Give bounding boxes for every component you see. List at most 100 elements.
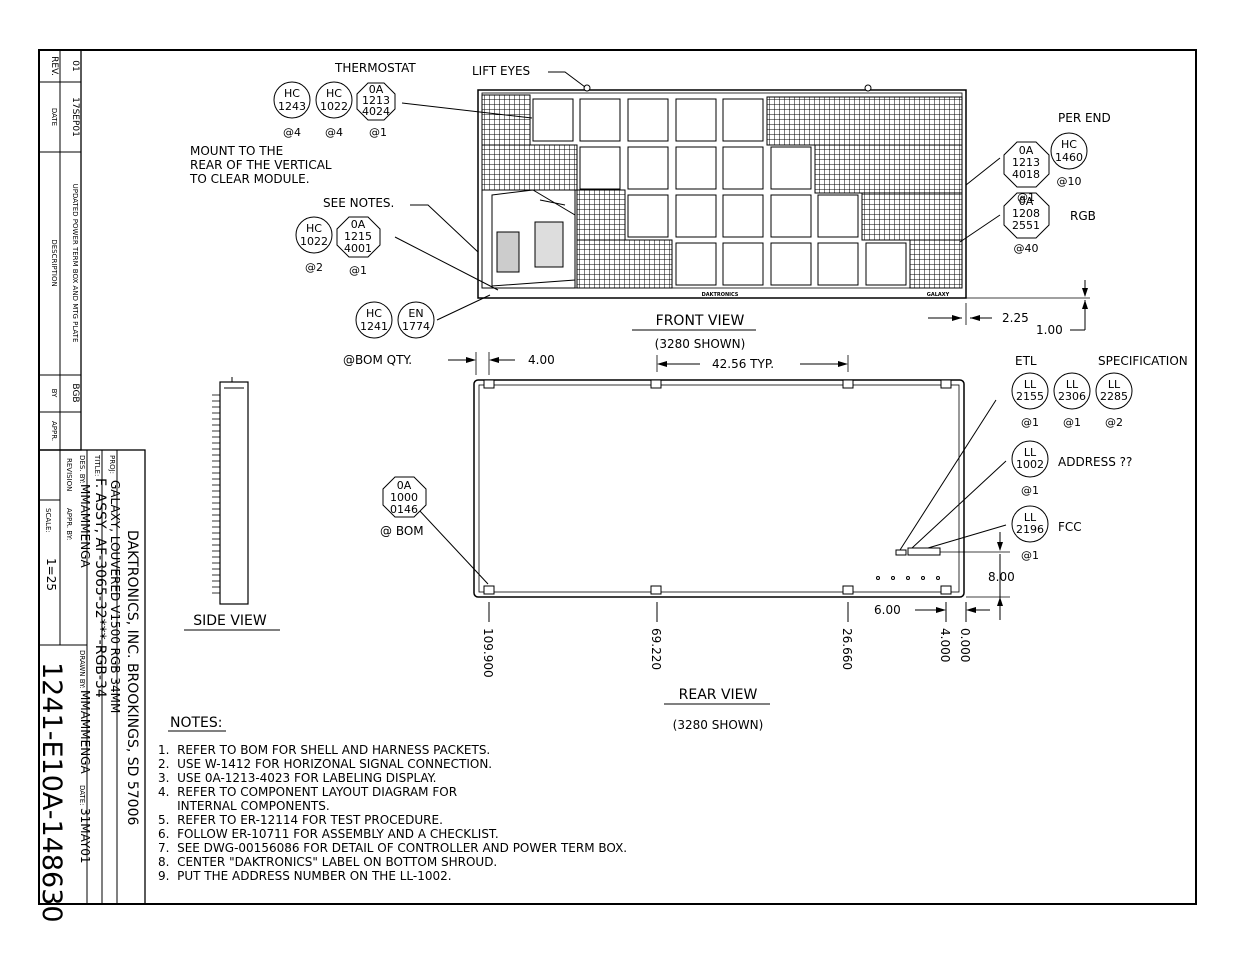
by-header: BY [50, 389, 58, 398]
appr-by-label: APPR. BY: [65, 508, 73, 540]
balloon-text: 0A [351, 218, 366, 231]
note-item: 9. PUT THE ADDRESS NUMBER ON THE LL-1002… [158, 869, 452, 883]
balloon-text: 0A [369, 83, 384, 96]
balloon-text: HC [366, 307, 382, 320]
balloon-text: EN [408, 307, 423, 320]
balloon-text: 1213 [362, 94, 390, 107]
rev-header: REV. [49, 56, 59, 76]
fcc-label: FCC [1058, 520, 1082, 534]
dim-6-00: 6.00 [874, 603, 901, 617]
balloon-qty: @1 [1017, 191, 1035, 204]
balloon-text: 1000 [390, 491, 418, 504]
balloon-text: 1208 [1012, 207, 1040, 220]
ord-69-220: 69.220 [649, 628, 663, 670]
date-value: 17SEP01 [70, 97, 80, 137]
balloon-text: 0146 [390, 503, 418, 516]
balloon-text: 1215 [344, 230, 372, 243]
thermostat-label: THERMOSTAT [334, 61, 416, 75]
dim-42-56: 42.56 TYP. [712, 357, 774, 371]
balloon-text: HC [1061, 138, 1077, 151]
balloon-qty: @40 [1014, 242, 1039, 255]
side-louvers [212, 394, 220, 594]
balloon-en-1774 [397, 301, 435, 339]
per-end-label: PER END [1058, 111, 1111, 125]
note-item: 7. SEE DWG-00156086 FOR DETAIL OF CONTRO… [158, 841, 627, 855]
revision-block: REV. DATE DESCRIPTION BY APPR. 01 17SEP0… [38, 49, 82, 451]
notes-section: NOTES: 1. REFER TO BOM FOR SHELL AND HAR… [158, 715, 627, 883]
lift-eye [864, 84, 872, 92]
balloon-text: 1002 [1016, 458, 1044, 471]
controller-component [534, 221, 564, 268]
balloon-qty: @4 [325, 126, 343, 139]
balloon-text: LL [1108, 378, 1121, 391]
drawing-number: 1241-E10A-148630 [36, 662, 67, 923]
balloon-text: 1022 [320, 100, 348, 113]
title-block: DAKTRONICS, INC. BROOKINGS, SD 57006 PRO… [36, 449, 146, 923]
balloon-hc-1243 [273, 81, 311, 119]
date-label: DATE: [78, 785, 86, 806]
balloon-oa-1000-0146 [382, 476, 427, 518]
balloon-oa-1213-4024 [356, 82, 396, 121]
note-item: 5. REFER TO ER-12114 FOR TEST PROCEDURE. [158, 813, 443, 827]
mount-note-2: REAR OF THE VERTICAL [190, 158, 332, 172]
louver-grid [814, 144, 963, 194]
balloon-qty: @1 [1021, 416, 1039, 429]
balloon-text: 1213 [1012, 156, 1040, 169]
rear-cabinet [473, 379, 965, 598]
ord-109-900: 109.900 [481, 628, 495, 678]
mounting-holes [483, 379, 952, 595]
drawn-by-text: MMAMMENGA [78, 690, 92, 774]
louver-grid [766, 96, 963, 146]
balloon-ll-2285 [1095, 372, 1133, 410]
dim-2-25: 2.25 [1002, 311, 1029, 325]
balloon-hc-1022-b [295, 216, 333, 254]
balloon-text: 1243 [278, 100, 306, 113]
scale-label: SCALE: [44, 508, 52, 533]
front-view-subtitle: (3280 SHOWN) [655, 337, 746, 351]
balloon-qty: @2 [305, 261, 323, 274]
balloon-text-front: HC 1243 @4 HC 1022 @4 0A 1213 4024 @1 0A… [278, 83, 1083, 333]
front-view: DAKTRONICS GALAXY FRONT VIEW (3280 SHOWN… [189, 61, 1111, 375]
note-item: 6. FOLLOW ER-10711 FOR ASSEMBLY AND A CH… [158, 827, 499, 841]
title-text: F. ASSY, AF-3065-32***-RGB-34 [92, 478, 108, 698]
balloon-text: HC [326, 87, 342, 100]
dim-8-00: 8.00 [988, 570, 1015, 584]
balloon-text: LL [1024, 511, 1037, 524]
balloon-oa-1213-4018 [1003, 141, 1050, 188]
balloon-text: 1460 [1055, 151, 1083, 164]
balloon-text: 1022 [300, 235, 328, 248]
side-view-title: SIDE VIEW [193, 613, 267, 629]
balloon-hc-1460 [1050, 132, 1088, 170]
see-notes-label: SEE NOTES. [323, 196, 394, 210]
description-header: DESCRIPTION [50, 239, 58, 286]
title-label: TITLE: [93, 454, 101, 476]
balloon-text: 0A [1019, 144, 1034, 157]
des-by-text: MMAMMENGA [78, 484, 92, 568]
side-view: SIDE VIEW [184, 377, 280, 631]
note-item: 3. USE 0A-1213-4023 FOR LABELING DISPLAY… [158, 771, 436, 785]
by-value: BGB [70, 383, 80, 402]
des-by-label: DES. BY: [78, 455, 86, 484]
balloon-text: 2196 [1016, 523, 1044, 536]
rev-value: 01 [70, 60, 80, 71]
balloon-text: 2155 [1016, 390, 1044, 403]
balloon-text: 4024 [362, 105, 390, 118]
etl-label: ETL [1015, 354, 1037, 368]
balloon-qty: @1 [1021, 484, 1039, 497]
balloon-text: 0A [1019, 195, 1034, 208]
mount-note-1: MOUNT TO THE [190, 144, 283, 158]
louver-grid [481, 144, 578, 191]
connector-holes [876, 576, 940, 580]
balloon-text: 2551 [1012, 219, 1040, 232]
rear-view: REAR VIEW (3280 SHOWN) ETL SPECIFICATION… [380, 354, 1188, 732]
balloon-text: 4001 [344, 242, 372, 255]
bom-label: @ BOM [380, 524, 424, 538]
scale-text: 1=25 [44, 558, 58, 591]
bom-qty-label: @BOM QTY. [343, 353, 412, 367]
date-text: 31MAY01 [78, 808, 92, 864]
ordinate-lines [488, 602, 967, 622]
controller-component [496, 231, 520, 273]
date-header: DATE [50, 108, 58, 126]
balloon-ll-2155 [1011, 372, 1049, 410]
